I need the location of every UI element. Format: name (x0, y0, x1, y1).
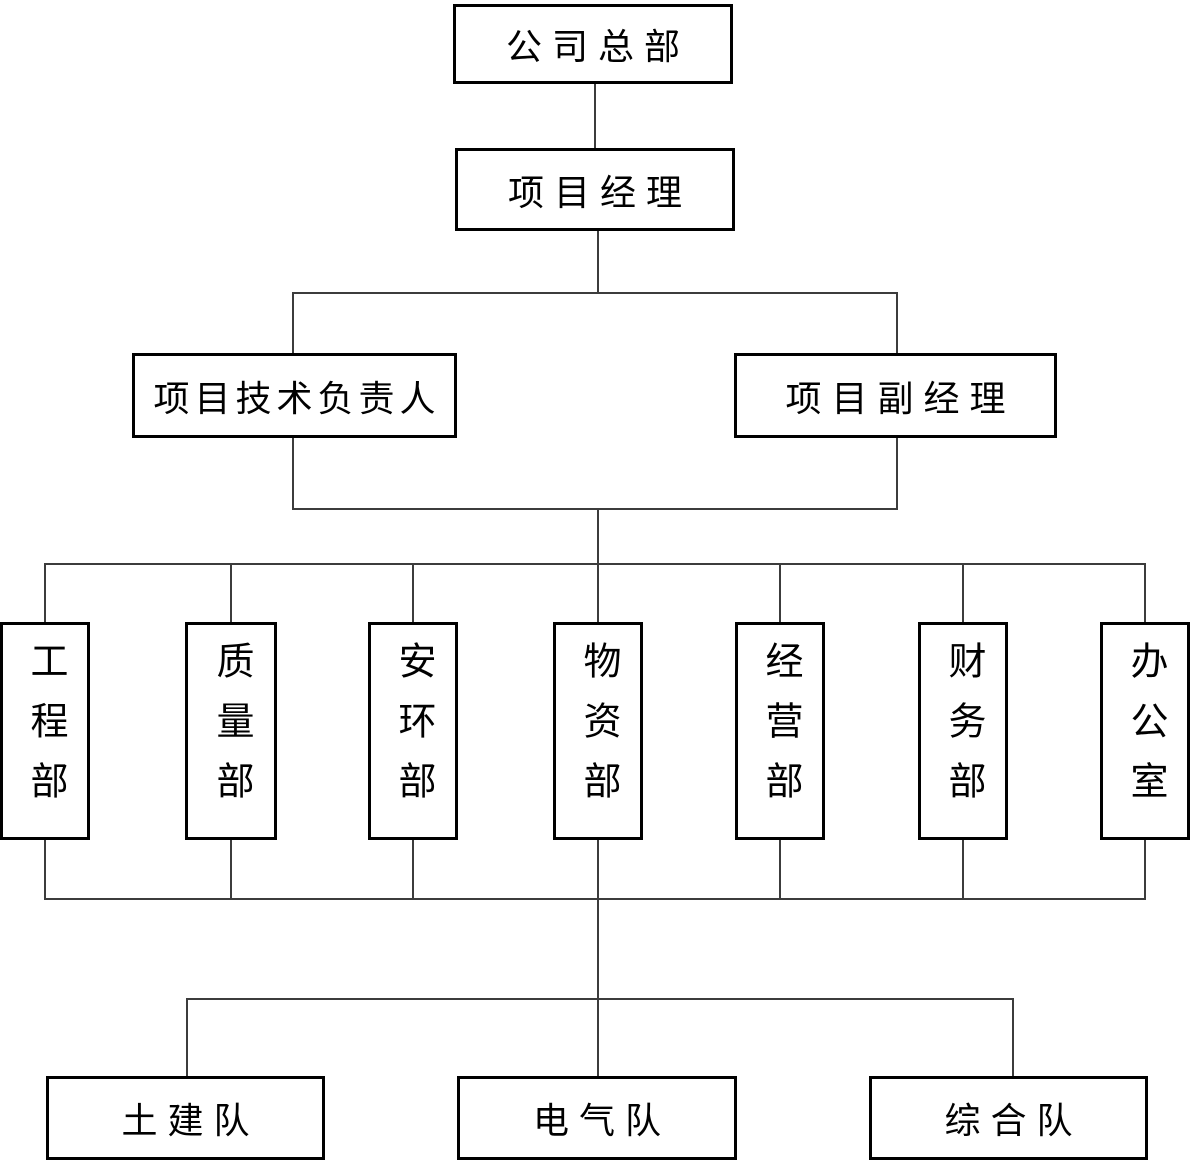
connector-bus2-bus3 (597, 508, 599, 563)
node-company-hq: 公司总部 (453, 4, 733, 84)
node-dept-safety-env: 安环部 (368, 622, 458, 840)
connector-bus5-team3 (1012, 998, 1014, 1076)
connector-dept3-bus4 (412, 840, 414, 898)
node-dept-materials: 物资部 (553, 622, 643, 840)
connector-dept4-bus4 (597, 840, 599, 898)
node-company-hq-label: 公司总部 (505, 27, 690, 67)
node-dept-finance-label: 财务部 (942, 641, 984, 821)
connector-bus5 (186, 998, 1014, 1000)
connector-bus1 (292, 292, 898, 294)
node-dept-finance: 财务部 (918, 622, 1008, 840)
connector-bus3-dept3 (412, 563, 414, 622)
node-team-general-label: 综合队 (944, 1101, 1083, 1141)
node-project-manager: 项目经理 (455, 148, 735, 231)
connector-bus4 (44, 898, 1146, 900)
node-tech-lead-label: 项目技术负责人 (153, 378, 441, 419)
node-project-manager-label: 项目经理 (507, 172, 692, 213)
connector-bus5-team1 (186, 998, 188, 1076)
node-dept-quality: 质量部 (185, 622, 277, 840)
node-dept-office-label: 办公室 (1124, 641, 1166, 821)
connector-bus1-deputy (896, 292, 898, 353)
node-dept-operations: 经营部 (735, 622, 825, 840)
connector-dept5-bus4 (779, 840, 781, 898)
node-dept-engineering-label: 工程部 (24, 641, 66, 821)
connector-bus5-team2 (597, 998, 599, 1076)
connector-pm-bus1 (597, 231, 599, 292)
connector-dept7-bus4 (1144, 840, 1146, 898)
connector-bus3-dept5 (779, 563, 781, 622)
connector-bus4-bus5 (597, 898, 599, 998)
node-deputy-manager: 项目副经理 (734, 353, 1057, 438)
connector-bus3-dept4 (597, 563, 599, 622)
node-dept-safety-env-label: 安环部 (392, 641, 434, 821)
node-team-electrical: 电气队 (457, 1076, 737, 1160)
connector-bus3-dept7 (1144, 563, 1146, 622)
connector-dept1-bus4 (44, 840, 46, 898)
connector-deputy-bus2 (896, 438, 898, 508)
node-team-general: 综合队 (869, 1076, 1148, 1160)
node-team-civil-label: 土建队 (121, 1101, 260, 1141)
connector-dept6-bus4 (962, 840, 964, 898)
node-dept-quality-label: 质量部 (210, 641, 252, 821)
connector-bus2 (292, 508, 898, 510)
node-deputy-manager-label: 项目副经理 (785, 378, 1016, 419)
node-dept-operations-label: 经营部 (759, 641, 801, 821)
node-dept-materials-label: 物资部 (577, 641, 619, 821)
node-team-civil: 土建队 (46, 1076, 325, 1160)
node-tech-lead: 项目技术负责人 (132, 353, 457, 438)
connector-bus3 (44, 563, 1146, 565)
connector-bus3-dept2 (230, 563, 232, 622)
connector-hq-pm (594, 84, 596, 148)
node-dept-office: 办公室 (1100, 622, 1190, 840)
connector-techlead-bus2 (292, 438, 294, 508)
node-team-electrical-label: 电气队 (532, 1101, 671, 1141)
connector-bus3-dept1 (44, 563, 46, 622)
connector-dept2-bus4 (230, 840, 232, 898)
connector-bus1-techlead (292, 292, 294, 353)
node-dept-engineering: 工程部 (0, 622, 90, 840)
connector-bus3-dept6 (962, 563, 964, 622)
